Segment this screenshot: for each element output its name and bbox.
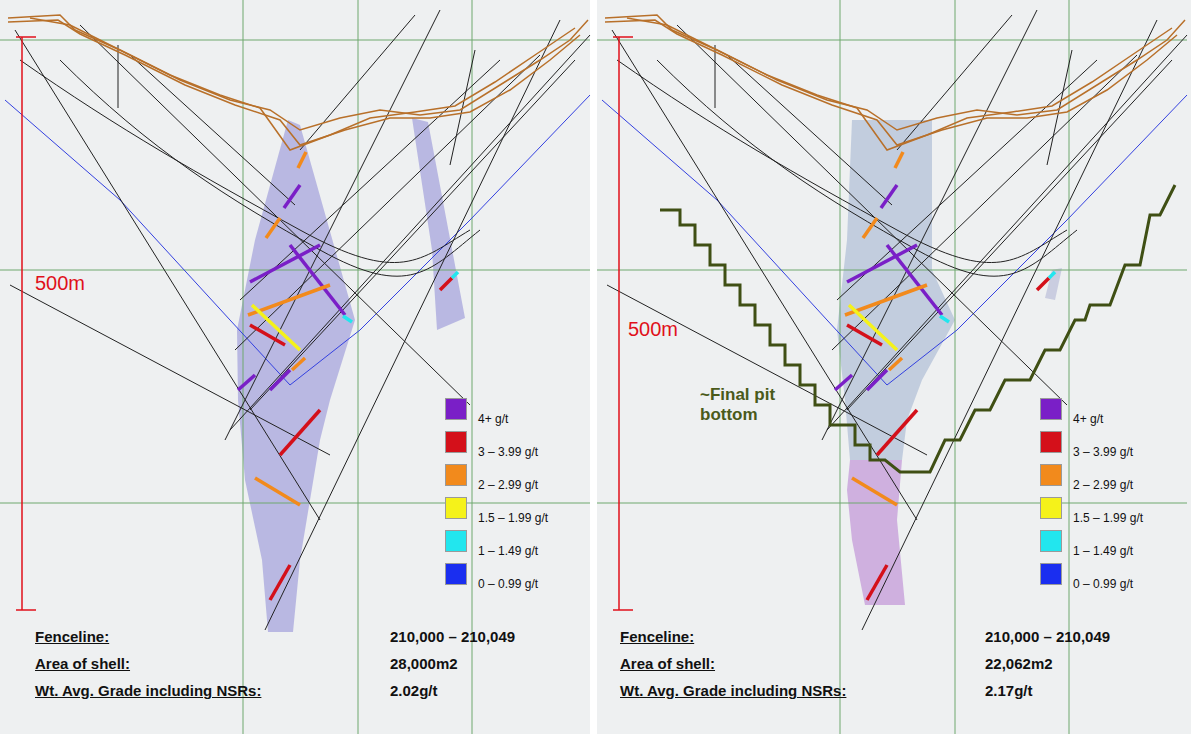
legend-text: 1 – 1.49 g/t bbox=[1073, 544, 1133, 558]
legend-swatch bbox=[445, 497, 467, 519]
legend-swatch bbox=[1040, 464, 1062, 486]
legend-text: 1 – 1.49 g/t bbox=[478, 544, 538, 558]
legend-text: 0 – 0.99 g/t bbox=[478, 577, 538, 591]
field-name: Fenceline: bbox=[620, 628, 694, 645]
scale-label: 500m bbox=[35, 272, 85, 295]
legend-text: 3 – 3.99 g/t bbox=[478, 445, 538, 459]
field-value: 28,000m2 bbox=[390, 655, 458, 672]
field-value: 22,062m2 bbox=[985, 655, 1053, 672]
legend-swatch bbox=[1040, 398, 1062, 420]
pit-label: ~Final pit bottom bbox=[700, 385, 830, 424]
field-name: Fenceline: bbox=[35, 628, 109, 645]
field-name: Wt. Avg. Grade including NSRs: bbox=[620, 682, 846, 699]
legend-swatch bbox=[1040, 530, 1062, 552]
legend-swatch bbox=[1040, 431, 1062, 453]
legend-swatch bbox=[445, 398, 467, 420]
field-name: Area of shell: bbox=[620, 655, 715, 672]
legend-swatch bbox=[445, 563, 467, 585]
legend-text: 4+ g/t bbox=[478, 412, 508, 426]
legend-text: 4+ g/t bbox=[1073, 412, 1103, 426]
legend-text: 0 – 0.99 g/t bbox=[1073, 577, 1133, 591]
scale-label: 500m bbox=[628, 318, 678, 341]
field-value: 2.17g/t bbox=[985, 682, 1033, 699]
legend-text: 1.5 – 1.99 g/t bbox=[478, 511, 548, 525]
legend-text: 2 – 2.99 g/t bbox=[478, 478, 538, 492]
field-value: 2.02g/t bbox=[390, 682, 438, 699]
field-name: Area of shell: bbox=[35, 655, 130, 672]
field-name: Wt. Avg. Grade including NSRs: bbox=[35, 682, 261, 699]
field-value: 210,000 – 210,049 bbox=[390, 628, 515, 645]
field-value: 210,000 – 210,049 bbox=[985, 628, 1110, 645]
legend-text: 3 – 3.99 g/t bbox=[1073, 445, 1133, 459]
legend-text: 1.5 – 1.99 g/t bbox=[1073, 511, 1143, 525]
legend-swatch bbox=[1040, 563, 1062, 585]
legend-swatch bbox=[445, 464, 467, 486]
legend-swatch bbox=[445, 530, 467, 552]
legend-text: 2 – 2.99 g/t bbox=[1073, 478, 1133, 492]
legend-swatch bbox=[445, 431, 467, 453]
legend-swatch bbox=[1040, 497, 1062, 519]
